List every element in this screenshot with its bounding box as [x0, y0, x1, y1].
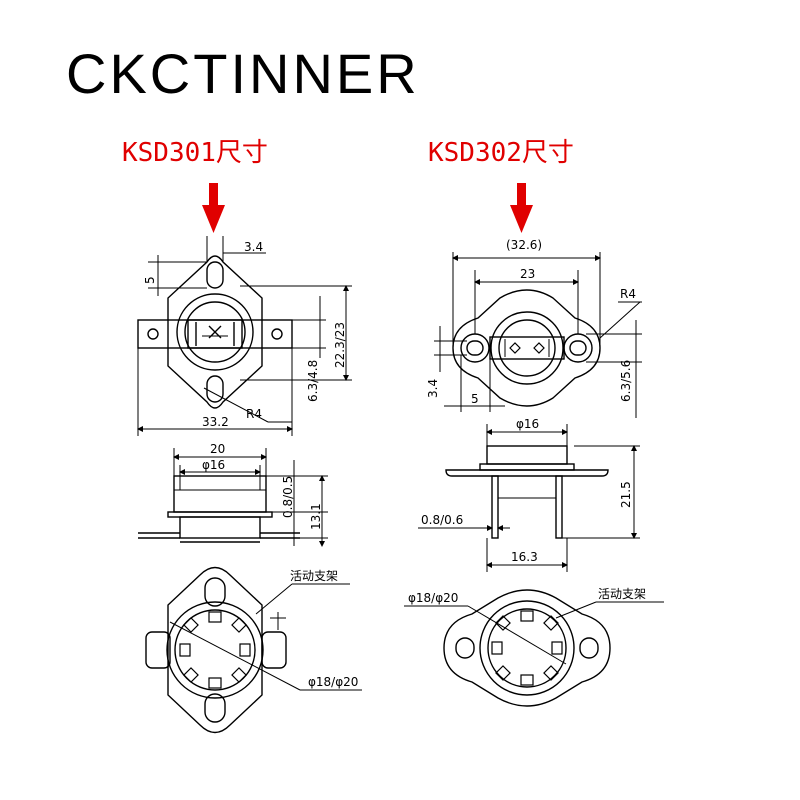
down-arrow-icon — [510, 183, 533, 233]
ksd301-dim-13-1: 13.1 — [309, 503, 323, 530]
ksd302-dim-3-4: 3.4 — [426, 379, 440, 398]
ksd302-dim-16-3: 16.3 — [511, 550, 538, 564]
ksd301-dim-5: 5 — [143, 276, 157, 284]
ksd301-dim-33-2: 33.2 — [202, 415, 229, 429]
ksd302-dim-phi18-20: φ18/φ20 — [408, 591, 458, 605]
ksd301-dim-6-3-4-8: 6.3/4.8 — [306, 360, 320, 402]
ksd301-dim-20: 20 — [210, 442, 225, 456]
ksd302-side-view — [418, 424, 640, 572]
ksd301-dim-3-4: 3.4 — [244, 240, 263, 254]
ksd302-dim-21-5: 21.5 — [619, 481, 633, 508]
ksd302-top-view — [434, 252, 642, 418]
ksd301-dim-phi18-20: φ18/φ20 — [308, 675, 358, 689]
ksd302-dim-phi16: φ16 — [516, 417, 539, 431]
ksd302-dim-23: 23 — [520, 267, 535, 281]
ksd302-dim-0-8-0-6: 0.8/0.6 — [421, 513, 463, 527]
ksd301-bottom-view — [145, 566, 362, 734]
ksd301-title: KSD301尺寸 — [122, 138, 268, 168]
ksd302-dim-32-6: (32.6) — [506, 238, 542, 252]
ksd302-bottom-view — [404, 589, 664, 707]
ksd301-side-view — [138, 448, 328, 547]
ksd301-top-view — [137, 236, 352, 436]
ksd301-bracket-label: 活动支架 — [290, 569, 338, 583]
ksd302-dim-5: 5 — [471, 392, 479, 406]
ksd301-dim-0-8-0-5: 0.8/0.5 — [281, 476, 295, 518]
ksd302-dim-r4: R4 — [620, 287, 636, 301]
ksd302-dim-6-3-5-6: 6.3/5.6 — [619, 360, 633, 402]
down-arrow-icon — [202, 183, 225, 233]
ksd302-bracket-label: 活动支架 — [598, 587, 646, 601]
ksd301-dim-phi16: φ16 — [202, 458, 225, 472]
ksd302-title: KSD302尺寸 — [428, 138, 574, 168]
ksd301-dim-r4: R4 — [246, 407, 262, 421]
ksd301-dim-22-3-23: 22.3/23 — [333, 322, 347, 368]
brand-title: CKCTINNER — [66, 42, 420, 105]
